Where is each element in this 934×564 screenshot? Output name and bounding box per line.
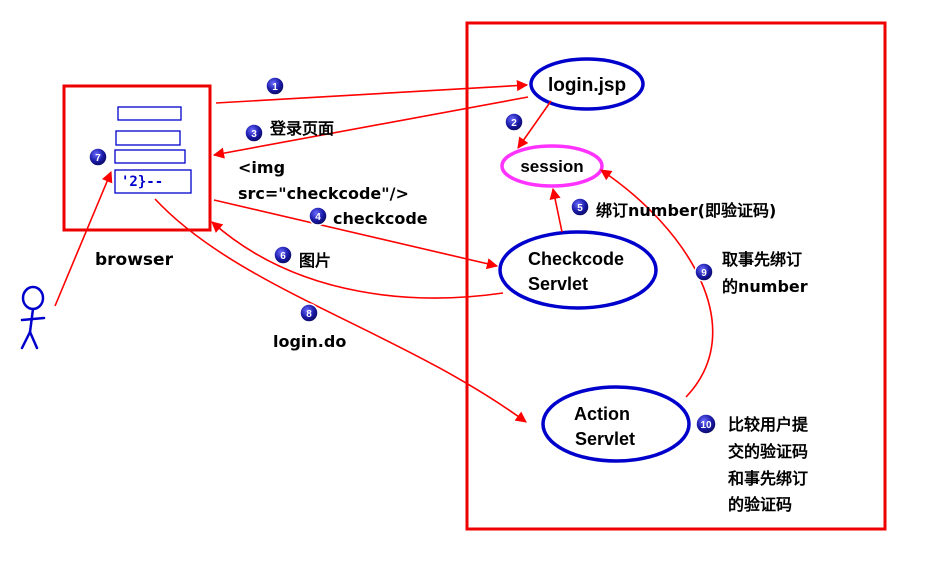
svg-text:4: 4 [315,212,321,223]
form-field-1 [117,106,182,121]
img-tag-line-2: src="checkcode"/> [238,184,409,203]
arrow-2-login-to-session [517,100,552,149]
arrow-3-return-login-page [212,96,529,159]
browser-label: browser [95,250,174,270]
session-node [500,144,604,188]
badge-4: 4 [308,206,328,226]
badge-8: 8 [299,303,319,323]
svg-text:10: 10 [700,420,712,431]
badge-1: 1 [265,76,285,96]
badge-10: 10 [695,413,717,435]
step-6-label: 图片 [299,251,331,270]
action-servlet-label-2: Servlet [575,429,635,449]
svg-text:5: 5 [577,203,583,214]
checkcode-servlet-label-2: Servlet [528,274,588,294]
step-10-label-4: 的验证码 [728,495,792,514]
form-field-2 [115,130,181,146]
step-8-label: login.do [273,332,346,351]
form-field-3 [114,149,186,164]
step-4-label: checkcode [333,209,428,228]
browser-box [62,84,212,232]
svg-text:7: 7 [95,153,101,164]
step-9-label-1: 取事先绑订 [722,250,802,269]
arrow-6-return-image [211,221,504,299]
session-label: session [520,157,583,176]
badge-9: 9 [694,262,714,282]
badge-2: 2 [504,112,524,132]
checkcode-servlet-node [498,230,658,310]
step-9-label-2: 的number [722,277,808,296]
svg-text:6: 6 [280,251,286,262]
action-servlet-label-1: Action [574,404,630,424]
action-servlet-node [541,385,691,463]
arrow-1-request-login [215,79,529,104]
img-tag-line-1: <img [238,158,285,177]
stick-figure-user-icon [20,285,46,350]
badge-3: 3 [244,123,264,143]
step-5-label: 绑订number(即验证码) [596,201,776,220]
badge-6: 6 [273,245,293,265]
badge-5: 5 [570,197,590,217]
arrow-5-bind-number [549,187,563,233]
checkcode-servlet-label-1: Checkcode [528,249,624,269]
step-10-label-2: 交的验证码 [728,442,808,461]
captcha-scribble: '2}-- [121,174,163,190]
arrow-4-request-checkcode [213,199,499,270]
login-jsp-node [529,57,645,111]
step-10-label-1: 比较用户提 [728,415,809,434]
arrow-8-submit-login [154,198,527,423]
server-container [465,21,887,531]
arrow-7-user-input [54,170,113,307]
login-jsp-label: login.jsp [548,75,626,96]
svg-text:8: 8 [306,309,312,320]
svg-text:2: 2 [511,118,517,129]
captcha-box [114,169,192,194]
badge-7: 7 [88,147,108,167]
svg-text:1: 1 [272,82,278,93]
step-10-label-3: 和事先绑订 [728,469,808,488]
svg-text:3: 3 [251,129,257,140]
step-3-label: 登录页面 [269,119,334,138]
svg-text:9: 9 [701,268,707,279]
